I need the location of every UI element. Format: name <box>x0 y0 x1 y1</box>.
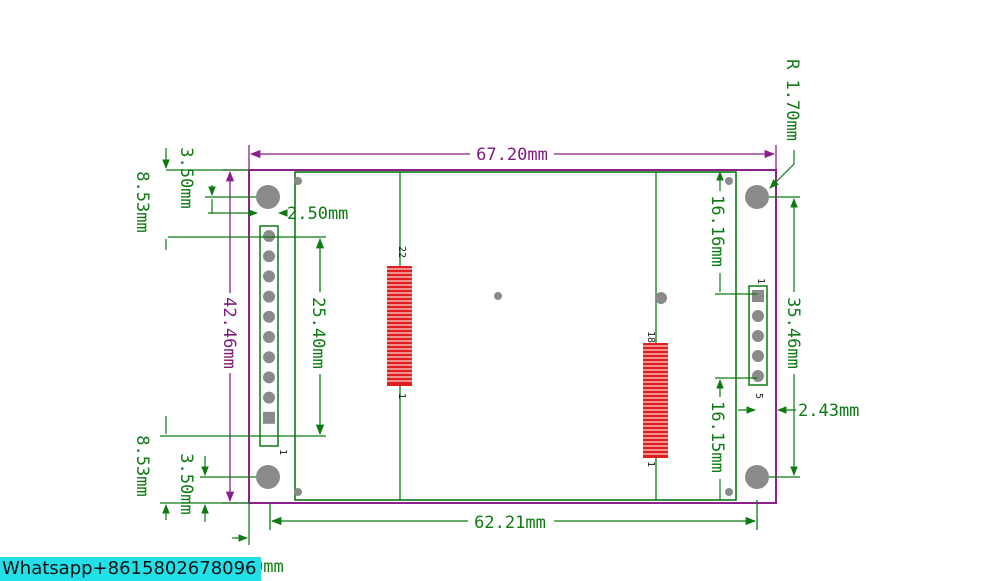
right-header-pin-last-label: 5 <box>753 393 764 399</box>
left-bottom-hole-label: 3.50mm <box>176 453 196 514</box>
header-pin <box>263 270 275 283</box>
connector-top-pin-label: 22 <box>396 246 407 258</box>
lcd-active-outline <box>294 171 737 501</box>
header-pin <box>263 351 275 364</box>
lcd-corner-dot <box>725 177 733 185</box>
header-pin <box>263 290 275 303</box>
right-header-pin1-label: 1 <box>755 278 766 284</box>
label-bg <box>222 293 239 373</box>
left-header-pin1-label: 1 <box>277 449 288 455</box>
watermark-contact: Whatsapp+8615802678096 <box>0 557 261 581</box>
header-pin <box>263 250 275 263</box>
pin-1-square-pad <box>752 290 764 302</box>
pin-offset-label: 2.50mm <box>287 204 348 224</box>
hole-radius-leader <box>769 163 795 189</box>
lcd-width-label: 62.21mm <box>474 513 546 533</box>
mounting-hole-top-left <box>256 185 280 209</box>
pin-1-square-pad <box>263 411 275 424</box>
left-header-pins <box>263 230 275 424</box>
label-bg <box>470 145 554 162</box>
pad-block <box>643 343 668 458</box>
lcd-corner-dot <box>294 177 302 185</box>
fpc-marker-dot <box>655 292 667 304</box>
lcd-corner-dot <box>725 488 733 496</box>
overall-width-label: 67.20mm <box>476 145 548 165</box>
pcb-board-outline <box>248 169 777 504</box>
connector-bottom-pin-label: 1 <box>396 393 407 399</box>
header-pin <box>263 310 275 323</box>
label-bg <box>785 292 803 374</box>
right-inset-label: 2.43mm <box>798 401 859 421</box>
label-bg <box>710 397 728 479</box>
pad-block <box>387 266 412 386</box>
lcd-corner-dot <box>294 488 302 496</box>
right-hole-height-label: 35.46mm <box>783 297 803 369</box>
header-span-label: 25.40mm <box>308 297 328 369</box>
label-bg <box>468 512 554 529</box>
lcd-connector-pads <box>387 266 412 386</box>
mounting-hole-bottom-right <box>745 465 769 489</box>
right-pin-header <box>748 285 768 386</box>
label-bg <box>311 292 329 374</box>
mounting-hole-top-right <box>745 185 769 209</box>
header-pin <box>263 230 275 242</box>
bottom-left-offset-label: 0mm <box>253 557 284 577</box>
right-bottom-offset-label: 16.15mm <box>707 401 727 473</box>
left-pin-header <box>259 225 279 447</box>
header-pin <box>752 370 764 382</box>
header-pin <box>752 350 764 362</box>
left-bottom-margin-label: 8.53mm <box>132 435 152 496</box>
fpc-bottom-pin-label: 1 <box>645 461 656 467</box>
header-pin <box>263 331 275 343</box>
header-pin <box>263 371 275 384</box>
mounting-hole-bottom-left <box>256 465 280 489</box>
label-bg <box>710 191 728 273</box>
fpc-connector-pads <box>643 343 668 458</box>
right-top-offset-label: 16.16mm <box>707 195 727 267</box>
header-pin <box>752 330 764 342</box>
header-pin <box>263 391 275 404</box>
hole-radius-label: R 1.70mm <box>782 59 802 141</box>
left-top-margin-label: 8.53mm <box>132 171 152 232</box>
left-top-hole-label: 3.50mm <box>176 147 196 208</box>
overall-height-label: 42.46mm <box>219 297 239 369</box>
right-header-pins <box>752 290 764 382</box>
header-pin <box>752 310 764 322</box>
center-dot <box>494 292 502 300</box>
fpc-top-pin-label: 18 <box>645 331 656 343</box>
